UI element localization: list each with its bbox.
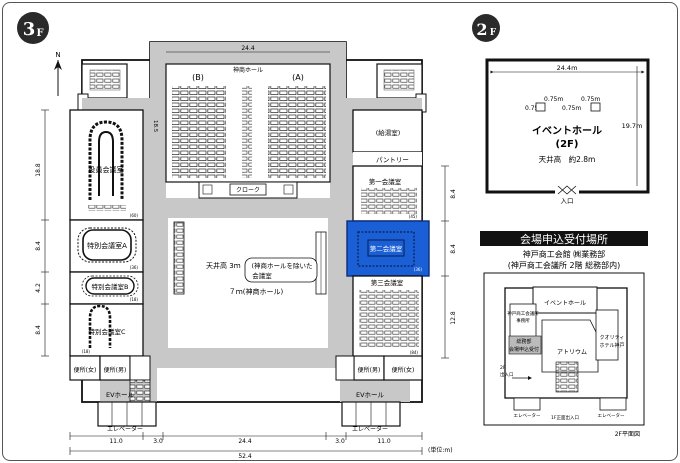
svg-text:特別会議室C: 特別会議室C	[88, 327, 126, 336]
svg-text:クオリティ: クオリティ	[600, 335, 625, 341]
dim-18-5: 18.5	[152, 120, 158, 133]
floor-badge-3f: 3 F	[17, 12, 49, 44]
svg-text:(B): (B)	[192, 73, 204, 82]
svg-text:8.4: 8.4	[450, 189, 457, 199]
svg-text:総務部: 総務部	[516, 338, 531, 345]
svg-text:役員会議室: 役員会議室	[89, 165, 124, 174]
svg-text:便所(女): 便所(女)	[74, 366, 97, 374]
svg-text:2F: 2F	[500, 365, 506, 371]
svg-text:神戸商工会議所: 神戸商工会議所	[507, 310, 539, 317]
dims-bottom: 11.0 3.0 24.4 3.0 11.0 52.4 (単位:m)	[69, 432, 453, 460]
svg-text:(36): (36)	[414, 267, 423, 272]
svg-text:第三会議室: 第三会議室	[371, 278, 404, 287]
bottom-services: 便所(女) 便所(男) 便所(男) 便所(女) EVホール EVホール エレベー…	[69, 355, 423, 433]
svg-text:3: 3	[23, 19, 36, 40]
svg-text:エレベーター: エレベーター	[598, 412, 625, 419]
svg-text:24.4: 24.4	[238, 438, 252, 445]
svg-text:(神戸商工会議所 2階 総務部内): (神戸商工会議所 2階 総務部内)	[508, 260, 620, 270]
svg-text:特別会議室B: 特別会議室B	[92, 282, 129, 291]
svg-text:神戸商工会館 ㈱業務部: 神戸商工会館 ㈱業務部	[523, 249, 606, 259]
svg-text:(A): (A)	[292, 73, 304, 82]
svg-text:4.2: 4.2	[35, 283, 42, 293]
svg-text:8.4: 8.4	[450, 244, 457, 254]
svg-text:便所(女): 便所(女)	[392, 366, 415, 374]
svg-text:18.8: 18.8	[35, 163, 42, 177]
svg-text:エレベーター: エレベーター	[107, 425, 143, 433]
dims-left: 18.8 8.4 4.2 8.4	[35, 109, 49, 357]
svg-text:2F平面図: 2F平面図	[615, 431, 640, 438]
dims-right: 8.4 8.4 12.8	[441, 165, 457, 359]
svg-text:(給湯室): (給湯室)	[376, 128, 401, 137]
svg-text:エレベーター: エレベーター	[514, 412, 541, 419]
svg-text:(18): (18)	[130, 297, 139, 302]
svg-text:(単位:m): (単位:m)	[428, 446, 453, 454]
svg-text:アトリウム: アトリウム	[557, 348, 587, 356]
svg-text:事務所: 事務所	[516, 317, 530, 324]
svg-text:便所(男): 便所(男)	[358, 366, 381, 374]
svg-text:3.0: 3.0	[153, 438, 163, 445]
svg-text:(60): (60)	[130, 213, 139, 218]
svg-text:第二会議室: 第二会議室	[370, 244, 403, 253]
atrium-3f: 天井高 3ｍ (神商ホールを除いた 会議室 ７ｍ(神商ホール)	[173, 221, 327, 296]
svg-text:会議室: 会議室	[252, 271, 272, 280]
svg-text:７ｍ(神商ホール): ７ｍ(神商ホール)	[229, 287, 284, 296]
svg-text:2: 2	[476, 20, 487, 39]
svg-text:イベントホール: イベントホール	[532, 125, 602, 137]
svg-text:0.75m: 0.75m	[581, 96, 600, 103]
svg-text:便所(男): 便所(男)	[104, 366, 127, 374]
north-arrow-icon: N	[54, 51, 62, 96]
svg-text:(18): (18)	[82, 349, 91, 354]
svg-text:天井高 約2.8m: 天井高 約2.8m	[539, 154, 596, 164]
kaisho-hall: 神商ホール (B) (A) クローク	[165, 63, 331, 199]
svg-text:クローク: クローク	[236, 187, 260, 194]
svg-text:3.0: 3.0	[335, 438, 345, 445]
svg-text:第一会議室: 第一会議室	[369, 177, 402, 186]
svg-text:8.4: 8.4	[35, 325, 42, 335]
svg-text:(45): (45)	[409, 214, 418, 219]
svg-text:12.8: 12.8	[450, 311, 457, 325]
svg-text:(2F): (2F)	[556, 139, 579, 150]
svg-text:0.75m: 0.75m	[544, 96, 563, 103]
svg-text:ホテル神戸: ホテル神戸	[599, 342, 624, 349]
svg-text:F: F	[36, 28, 43, 39]
left-rooms: 役員会議室 特別会議室A 特別会議室B 特別会議室C (60) (36) (18…	[69, 109, 144, 357]
floor-badge-2f: 2 F	[472, 14, 500, 42]
svg-text:0.75m: 0.75m	[525, 105, 544, 112]
right-rooms: (給湯室) パントリー 第一会議室 (45) 第二会議室 (36) 第三会議室 …	[346, 109, 430, 359]
svg-text:EVホール: EVホール	[106, 391, 135, 399]
svg-text:エレベーター: エレベーター	[352, 425, 388, 433]
reception-box: 会場申込受付場所 神戸商工会館 ㈱業務部 (神戸商工会議所 2階 総務部内) イ…	[480, 231, 648, 438]
svg-text:24.4m: 24.4m	[557, 64, 578, 72]
svg-text:出入口: 出入口	[500, 371, 514, 378]
svg-text:会場申込受付場所: 会場申込受付場所	[520, 233, 608, 246]
svg-text:特別会議室A: 特別会議室A	[87, 241, 127, 250]
svg-text:19.7m: 19.7m	[622, 122, 643, 130]
svg-text:(84): (84)	[410, 350, 419, 355]
svg-text:神商ホール: 神商ホール	[233, 66, 263, 74]
svg-text:24.4: 24.4	[241, 45, 255, 52]
svg-text:52.4: 52.4	[238, 453, 252, 460]
svg-text:11.0: 11.0	[109, 438, 123, 445]
svg-text:N: N	[55, 51, 60, 59]
svg-text:パントリー: パントリー	[376, 156, 409, 164]
svg-text:0.75m: 0.75m	[562, 105, 581, 112]
dim-top: 24.4	[166, 45, 330, 53]
svg-text:天井高 3ｍ: 天井高 3ｍ	[206, 261, 241, 270]
svg-text:会場申込受付: 会場申込受付	[509, 346, 539, 353]
svg-text:(36): (36)	[130, 265, 139, 270]
svg-text:8.4: 8.4	[35, 241, 42, 251]
svg-text:入口: 入口	[561, 197, 574, 205]
svg-text:11.0: 11.0	[377, 438, 391, 445]
svg-text:(神商ホールを除いた: (神商ホールを除いた	[251, 261, 312, 270]
svg-text:EVホール: EVホール	[356, 391, 385, 399]
svg-text:F: F	[490, 28, 497, 38]
svg-text:イベントホール: イベントホール	[544, 300, 586, 307]
svg-text:1F正面出入口: 1F正面出入口	[551, 414, 579, 421]
event-hall-2f: 24.4m 19.7m 0.75m 0.75m 0.75m 0.75m イベント…	[485, 58, 650, 205]
